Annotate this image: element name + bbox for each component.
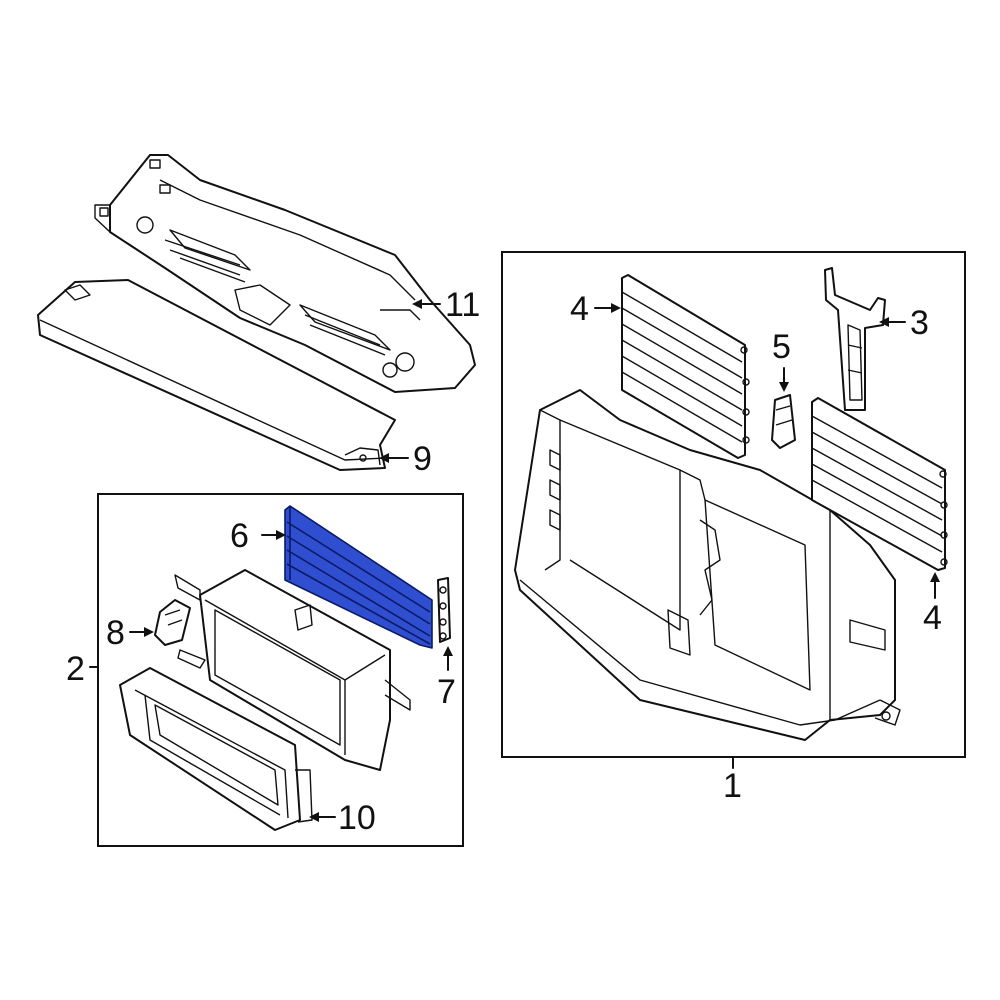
part-11-upper-cover[interactable]	[94, 154, 476, 393]
svg-text:10: 10	[338, 799, 376, 837]
assembly-2-frame	[97, 493, 464, 847]
callout-2: 2	[66, 650, 99, 688]
callout-8: 8	[106, 614, 154, 652]
svg-text:3: 3	[910, 304, 929, 342]
callout-10: 10	[309, 799, 376, 837]
callout-7: 7	[437, 646, 456, 711]
shutter-housing[interactable]	[174, 569, 411, 771]
svg-text:8: 8	[106, 614, 125, 652]
svg-text:11: 11	[445, 286, 480, 324]
svg-text:6: 6	[230, 517, 249, 555]
svg-text:4: 4	[923, 599, 942, 637]
part-3-bracket[interactable]	[824, 267, 886, 411]
callout-6: 6	[230, 517, 286, 555]
svg-text:5: 5	[772, 328, 791, 366]
svg-text:2: 2	[66, 650, 85, 688]
callout-1: 1	[723, 756, 742, 805]
svg-text:4: 4	[570, 290, 589, 328]
svg-text:9: 9	[413, 440, 432, 478]
part-10-lower-frame[interactable]	[119, 667, 313, 831]
svg-text:7: 7	[437, 673, 456, 711]
part-6-shutter-blades[interactable]	[284, 505, 433, 649]
callout-4-lower: 4	[923, 572, 942, 637]
callout-5: 5	[772, 328, 791, 392]
part-8-motor[interactable]	[154, 599, 191, 646]
callout-9: 9	[379, 440, 432, 478]
svg-text:1: 1	[723, 767, 742, 805]
callout-11: 11	[412, 286, 480, 324]
callout-3: 3	[879, 304, 929, 342]
part-9-air-deflector[interactable]	[37, 279, 396, 471]
part-4-grille-upper[interactable]	[621, 274, 750, 459]
part-4-grille-lower[interactable]	[811, 397, 948, 571]
callout-4-upper: 4	[570, 290, 621, 328]
part-5-actuator[interactable]	[771, 394, 796, 449]
part-7-bracket[interactable]	[437, 577, 451, 643]
radiator-support[interactable]	[514, 389, 901, 741]
